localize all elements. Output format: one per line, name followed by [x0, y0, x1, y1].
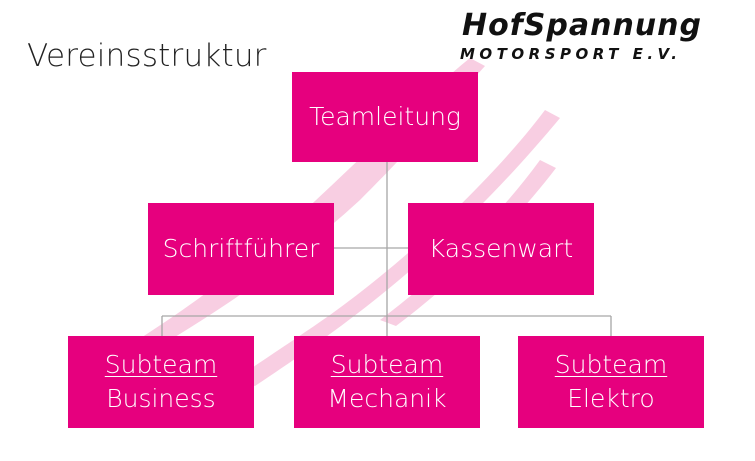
node-kassenwart: Kassenwart	[408, 203, 594, 295]
node-label: Teamleitung	[309, 102, 461, 131]
logo-wordmark: HofSpannung	[462, 8, 702, 43]
node-label: Elektro	[567, 384, 655, 413]
node-link-label[interactable]: Subteam	[330, 350, 444, 379]
node-label: Mechanik	[327, 384, 447, 413]
node-label: Schriftführer	[162, 234, 320, 263]
node-subteam-elektro[interactable]: Subteam Elektro	[518, 336, 704, 428]
connector-lines	[161, 162, 612, 336]
logo-subtitle: MOTORSPORT E.V.	[460, 45, 682, 63]
node-subteam-business[interactable]: Subteam Business	[68, 336, 254, 428]
page-title: Vereinsstruktur	[27, 38, 267, 74]
club-logo: HofSpannung MOTORSPORT E.V.	[452, 8, 752, 70]
node-subteam-mechanik[interactable]: Subteam Mechanik	[294, 336, 480, 428]
node-link-label[interactable]: Subteam	[104, 350, 218, 379]
node-teamleitung: Teamleitung	[292, 72, 478, 162]
node-label: Kassenwart	[428, 234, 574, 263]
node-link-label[interactable]: Subteam	[554, 350, 668, 379]
node-schriftfuehrer: Schriftführer	[148, 203, 334, 295]
node-label: Business	[106, 384, 216, 413]
